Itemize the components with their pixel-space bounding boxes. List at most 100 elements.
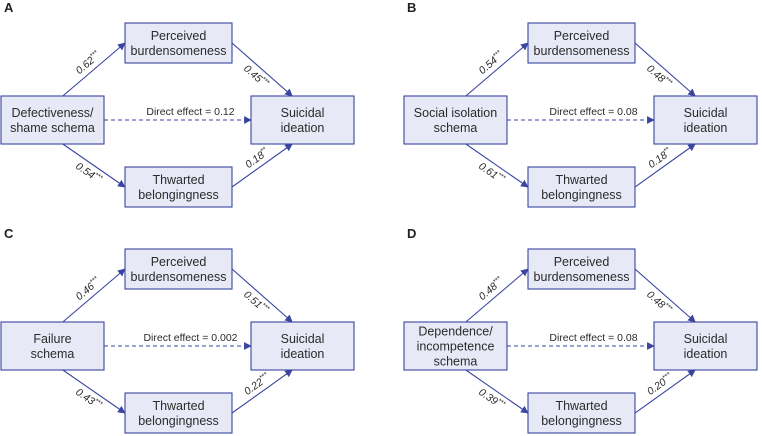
path-a2-arrow [465,369,529,414]
coef-a1-significance: *** [492,275,503,286]
mediator-belongingness-node-box [527,392,636,434]
direct-effect-label: Direct effect = 0.08 [549,106,637,118]
panel-a: A0.62***0.45***0.54***0.18**Direct effec… [0,0,355,208]
coef-b1: 0.51*** [241,289,271,317]
mediator-burdensomeness-node-label: burdensomeness [534,44,630,58]
path-b1-arrow [231,42,293,97]
coef-a1-significance: *** [89,275,100,286]
coef-b2-significance: *** [662,371,673,382]
coef-b2: 0.22*** [242,371,272,398]
coef-a2-value: 0.43 [73,386,97,408]
coef-a2-significance: *** [496,398,507,409]
predictor-node: Defectiveness/shame schema [0,95,105,145]
coef-a2-significance: *** [93,172,104,183]
predictor-node-box [403,321,508,371]
predictor-node-label: incompetence [417,340,495,354]
outcome-node-label: Suicidal [281,106,325,120]
outcome-node-label: ideation [281,347,325,361]
mediator-belongingness-node-box [124,392,233,434]
panel-b: B0.54***0.48***0.61***0.18**Direct effec… [403,0,758,208]
mediator-burdensomeness-node-label: Perceived [151,255,207,269]
coef-a2-value: 0.54 [73,160,97,182]
coef-b1-significance: *** [663,302,674,313]
predictor-node-box [403,95,508,145]
coef-a1: 0.54*** [477,49,507,77]
outcome-node-box [250,95,355,145]
outcome-node-label: Suicidal [281,332,325,346]
path-a2-arrow [62,143,126,188]
coef-a2: 0.39*** [476,386,507,412]
mediator-belongingness-node-label: belongingness [138,414,219,428]
coef-b2-significance: ** [663,146,672,155]
predictor-node-label: schema [434,121,478,135]
coef-b2: 0.18** [646,146,674,171]
coef-b1: 0.48*** [644,63,674,91]
coef-a1-significance: *** [89,49,100,60]
panel-letter: D [407,226,416,241]
path-a2-arrow [465,143,529,188]
coef-b2: 0.20*** [645,371,675,398]
outcome-node-label: ideation [684,121,728,135]
mediator-belongingness-node-label: Thwarted [555,173,607,187]
mediator-burdensomeness-node-label: Perceived [554,29,610,43]
coef-b2: 0.18** [243,146,271,171]
predictor-node-box [0,95,105,145]
mediator-burdensomeness-node-label: burdensomeness [131,270,227,284]
coef-a1: 0.48*** [477,275,507,303]
path-a1-arrow [465,268,529,323]
mediator-burdensomeness-node-box [527,248,636,290]
mediator-burdensomeness-node-label: burdensomeness [131,44,227,58]
mediator-burdensomeness-node-box [124,22,233,64]
direct-effect-label: Direct effect = 0.08 [549,332,637,344]
path-a1-arrow [62,268,126,323]
outcome-node-label: Suicidal [684,332,728,346]
coef-a2-value: 0.61 [476,160,500,181]
mediator-belongingness-node-box [124,166,233,208]
coef-b1: 0.48*** [644,289,674,317]
outcome-node-box [250,321,355,371]
panel-c: C0.46***0.51***0.43***0.22***Direct effe… [0,226,355,434]
predictor-node-label: schema [434,355,478,369]
panel-letter: B [407,0,416,15]
coef-b2-significance: ** [260,146,269,155]
panel-letter: A [4,0,14,15]
coef-a1: 0.62*** [74,49,104,77]
mediator-belongingness-node-label: Thwarted [152,173,204,187]
coef-a2: 0.61*** [476,160,507,186]
direct-effect-label: Direct effect = 0.002 [143,332,237,344]
mediator-belongingness-node-label: belongingness [138,188,219,202]
coef-b1: 0.45*** [241,63,271,91]
path-b2-arrow [231,143,293,188]
predictor-node-label: Defectiveness/ [12,106,95,120]
mediator-belongingness-node-label: belongingness [541,188,622,202]
path-a2-arrow [62,369,126,414]
outcome-node-label: Suicidal [684,106,728,120]
mediator-belongingness-node-box [527,166,636,208]
outcome-node-label: ideation [684,347,728,361]
predictor-node-label: Dependence/ [418,325,493,339]
coef-a2-significance: *** [496,172,507,183]
mediator-burdensomeness-node-label: burdensomeness [534,270,630,284]
path-b2-arrow [231,369,293,414]
coef-b1-significance: *** [663,76,674,87]
direct-effect-label: Direct effect = 0.12 [146,106,234,118]
outcome-node-box [653,321,758,371]
path-b1-arrow [634,42,696,97]
predictor-node-label: schema [31,347,75,361]
outcome-node-label: ideation [281,121,325,135]
predictor-node-label: Social isolation [414,106,497,120]
panel-d: D 0.48*** 0.48*** 0.39*** 0.20*** Direct effe… [403,226,758,434]
mediator-burdensomeness-node-label: Perceived [151,29,207,43]
coef-a2: 0.54*** [73,160,104,186]
